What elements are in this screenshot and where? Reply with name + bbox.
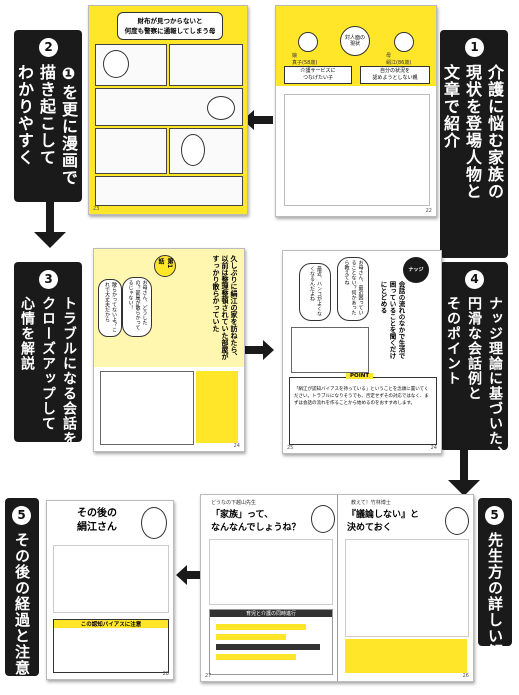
arrow-right-icon bbox=[244, 340, 274, 360]
step-5-text-right: 先生方の詳しい解説 bbox=[486, 532, 504, 676]
manga-panel-4 bbox=[95, 128, 167, 174]
step-5-text-left: その後の経過と注意点 bbox=[13, 532, 31, 692]
speech-bubble-4: 最近、ハンコがよくなくなるんだよね bbox=[299, 263, 331, 321]
illustration-panel bbox=[100, 371, 194, 445]
page-number-left: 25 bbox=[287, 445, 294, 451]
narration-text: 久しぶりに絹江の家を訪ねたら、以前は整理整頓されていた部屋がすっかり散らかってい… bbox=[212, 255, 238, 360]
illustration-panel bbox=[291, 327, 369, 373]
tag-right: 自分の状況を 認めようとしない親 bbox=[360, 66, 430, 84]
manga-panel-6 bbox=[95, 176, 243, 206]
right-highlight-box bbox=[345, 639, 467, 673]
step-5-label-left: 5 その後の経過と注意点 bbox=[5, 498, 39, 692]
speech-bubble-2-text: 散らかってないよ？これで大丈夫だから bbox=[104, 282, 117, 332]
page-number: 23 bbox=[93, 206, 100, 212]
spread-nudge: ナッジ 会話の流れのなかで生活で困っていることを聞くだけにとどめる お母さん、最… bbox=[282, 250, 442, 454]
speech-bubble-1-text: お母さん、どうしたの？部屋が散らかってるじゃない！ bbox=[127, 280, 148, 330]
comment-box bbox=[196, 371, 238, 443]
nudge-heading: 会話の流れのなかで生活で困っていることを聞くだけにとどめる bbox=[379, 281, 405, 359]
step-2-text: ❶を更に漫画で 描き起こして わかりやすく bbox=[15, 64, 78, 186]
point-label: POINT bbox=[346, 373, 374, 379]
status-badge-text: 対人面の現状 bbox=[345, 35, 366, 47]
point-box: POINT 「絹江が認知バイアスを持っている」ということを念頭に置いてください。… bbox=[289, 373, 437, 445]
step-3-number: 3 bbox=[39, 270, 58, 289]
speech-bubble-3: お母さん、最近困っていることない？何かあったら教えてね bbox=[337, 257, 369, 321]
bar-chart-box: 育児と介護の同時進行 bbox=[209, 609, 333, 675]
right-header: 教えて！竹林博士 bbox=[351, 500, 391, 506]
person-right: 母 絹江(86歳) bbox=[386, 53, 412, 66]
page-number-right: 26 bbox=[462, 673, 469, 679]
spread-conversation: 第1話 久しぶりに絹江の家を訪ねたら、以前は整理整頓されていた部屋がすっかり散ら… bbox=[93, 248, 245, 452]
step-1-number: 1 bbox=[465, 38, 484, 57]
chart-title: 育児と介護の同時進行 bbox=[210, 610, 332, 617]
step-4-text: ナッジ理論に基づいた、 円滑な会話例と そのポイント bbox=[445, 296, 503, 461]
manga-title-text: 財布が見つからないと 何度も警察に通報してしまう母 bbox=[124, 17, 216, 35]
text-block bbox=[284, 94, 430, 206]
step-1-text: 介護に悩む家族の 現状を登場人物と 文章で紹介 bbox=[441, 64, 504, 200]
step-5-label-right: 5 先生方の詳しい解説 bbox=[478, 498, 512, 676]
arrow-down-icon bbox=[34, 202, 66, 248]
episode-badge: 第1話 bbox=[154, 255, 176, 277]
warning-box: この認知バイアスに注意 bbox=[53, 619, 169, 673]
left-text bbox=[209, 539, 333, 605]
step-5-number-right: 5 bbox=[485, 506, 504, 525]
spread-aftermath: その後の 絹江さん この認知バイアスに注意 28 bbox=[46, 500, 174, 680]
tag-right-text: 自分の状況を 認めようとしない親 bbox=[372, 68, 418, 81]
person-left: 娘 真子(58歳) bbox=[292, 53, 318, 66]
step-2-number: 2 bbox=[39, 38, 58, 57]
page-number: 28 bbox=[162, 671, 169, 677]
step-4-label: 4 ナッジ理論に基づいた、 円滑な会話例と そのポイント bbox=[440, 262, 508, 461]
right-text bbox=[345, 539, 469, 637]
page-number-left: 27 bbox=[205, 673, 212, 679]
right-title: 『議論しない』と 決めておく bbox=[347, 510, 420, 533]
avatar-daughter bbox=[298, 32, 318, 52]
episode-badge-text: 第1話 bbox=[157, 258, 173, 269]
aftermath-title: その後の 絹江さん bbox=[77, 508, 117, 533]
left-title: 「家族」って、 なんなんでしょうね？ bbox=[211, 510, 301, 533]
speech-bubble-4-text: 最近、ハンコがよくなくなるんだよね bbox=[309, 266, 322, 316]
aftermath-text bbox=[53, 545, 169, 613]
left-author-portrait bbox=[311, 505, 335, 533]
manga-bubble bbox=[103, 50, 129, 78]
step-3-label: 3 トラブルになる会話を クローズアップして 心情を解説 bbox=[14, 262, 82, 446]
point-text: 「絹江が認知バイアスを持っている」ということを念頭に置いてください。トラブルにな… bbox=[294, 387, 429, 406]
arrow-left-icon bbox=[243, 110, 273, 130]
page-number: 24 bbox=[233, 443, 240, 449]
right-author-portrait bbox=[445, 507, 469, 535]
arrow-down-icon-2 bbox=[448, 450, 480, 496]
step-2-label: 2 ❶を更に漫画で 描き起こして わかりやすく bbox=[14, 30, 82, 202]
portrait bbox=[141, 507, 167, 539]
nudge-logo: ナッジ bbox=[403, 257, 429, 283]
tag-left: 介護サービスに つなげたい子 bbox=[284, 66, 352, 84]
spread-profile: 対人面の現状 娘 真子(58歳) 母 絹江(86歳) 介護サービスに つなげたい… bbox=[275, 5, 437, 217]
tag-left-text: 介護サービスに つなげたい子 bbox=[300, 68, 336, 81]
speech-bubble-2: 散らかってないよ？これで大丈夫だから bbox=[98, 279, 122, 337]
spread-expert: どうなの下越山先生 「家族」って、 なんなんでしょうね？ 育児と介護の同時進行 … bbox=[200, 494, 474, 682]
speech-bubble-1: お母さん、どうしたの？部屋が散らかってるじゃない！ bbox=[122, 277, 152, 337]
arrow-left-icon-2 bbox=[176, 565, 206, 585]
spread-manga: 財布が見つからないと 何度も警察に通報してしまう母 23 bbox=[88, 5, 248, 215]
step-1-label: 1 介護に悩む家族の 現状を登場人物と 文章で紹介 bbox=[440, 30, 508, 258]
manga-panel-2 bbox=[169, 44, 243, 86]
status-badge: 対人面の現状 bbox=[340, 26, 370, 56]
nudge-logo-text: ナッジ bbox=[408, 267, 424, 273]
page-number: 22 bbox=[425, 208, 432, 214]
warning-box-label: この認知バイアスに注意 bbox=[54, 620, 168, 628]
left-header: どうなの下越山先生 bbox=[211, 500, 257, 506]
avatar-mother bbox=[394, 32, 414, 52]
manga-bubble bbox=[207, 96, 235, 120]
speech-bubble-3-text: お母さん、最近困っていることない？何かあったら教えてね bbox=[343, 260, 364, 315]
step-3-text: トラブルになる会話を クローズアップして 心情を解説 bbox=[19, 296, 77, 446]
page-number-right: 24 bbox=[430, 445, 437, 451]
step-5-number-left: 5 bbox=[12, 506, 31, 525]
manga-title: 財布が見つからないと 何度も警察に通報してしまう母 bbox=[117, 12, 223, 40]
manga-bubble bbox=[181, 134, 205, 166]
step-4-number: 4 bbox=[465, 270, 484, 289]
